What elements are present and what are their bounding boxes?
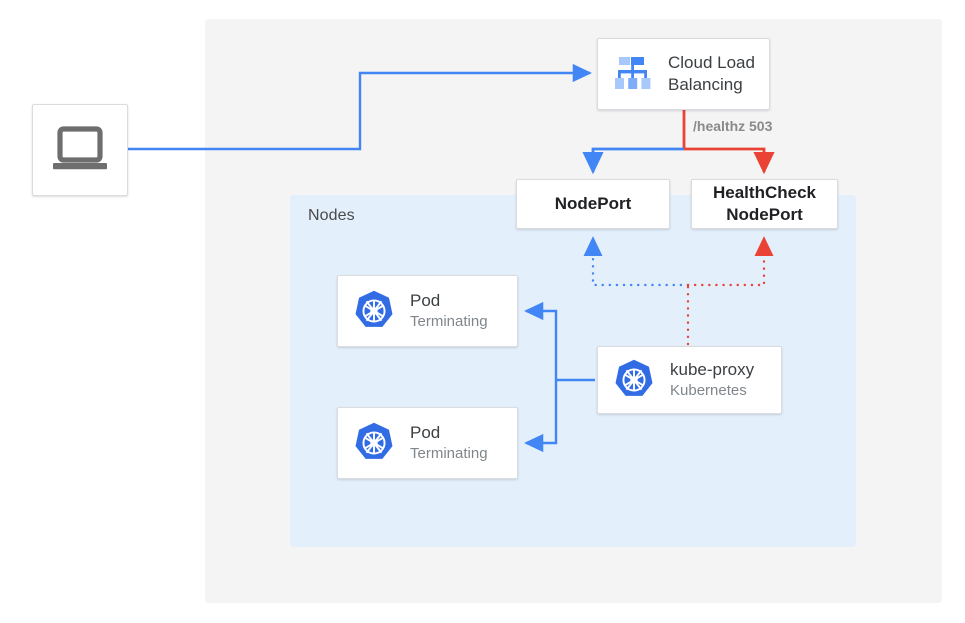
kubernetes-icon	[615, 359, 653, 396]
pod-title-1: Pod	[410, 290, 441, 310]
kubernetes-icon	[355, 290, 393, 327]
pod-node-1[interactable]: Pod Terminating	[337, 275, 518, 347]
nodeport-node[interactable]: NodePort	[516, 179, 670, 229]
cloud-load-balancing-icon	[615, 57, 651, 89]
cloud-load-balancing-title-line2: Balancing	[668, 75, 743, 94]
pod-node-2[interactable]: Pod Terminating	[337, 407, 518, 479]
pod-title-2: Pod	[410, 422, 441, 442]
kube-proxy-subtitle: Kubernetes	[670, 381, 747, 399]
nodes-panel-label: Nodes	[308, 207, 355, 224]
healthcheck-nodeport-label-line2: NodePort	[726, 205, 803, 224]
kube-proxy-title: kube-proxy	[670, 359, 755, 379]
cloud-load-balancing-title-line1: Cloud Load	[668, 52, 755, 72]
laptop-icon	[53, 126, 107, 170]
healthcheck-nodeport-label-line1: HealthCheck	[713, 183, 816, 203]
pod-status-1: Terminating	[410, 312, 488, 330]
healthz-status-label: /healthz 503	[693, 118, 773, 134]
healthcheck-nodeport-node[interactable]: HealthCheck NodePort	[691, 179, 838, 229]
cloud-load-balancing-node[interactable]: Cloud Load Balancing	[597, 38, 770, 110]
kubernetes-icon	[355, 422, 393, 459]
client-node[interactable]	[32, 104, 128, 196]
kube-proxy-node[interactable]: kube-proxy Kubernetes	[597, 346, 782, 414]
pod-status-2: Terminating	[410, 444, 488, 462]
nodeport-label: NodePort	[554, 194, 632, 214]
